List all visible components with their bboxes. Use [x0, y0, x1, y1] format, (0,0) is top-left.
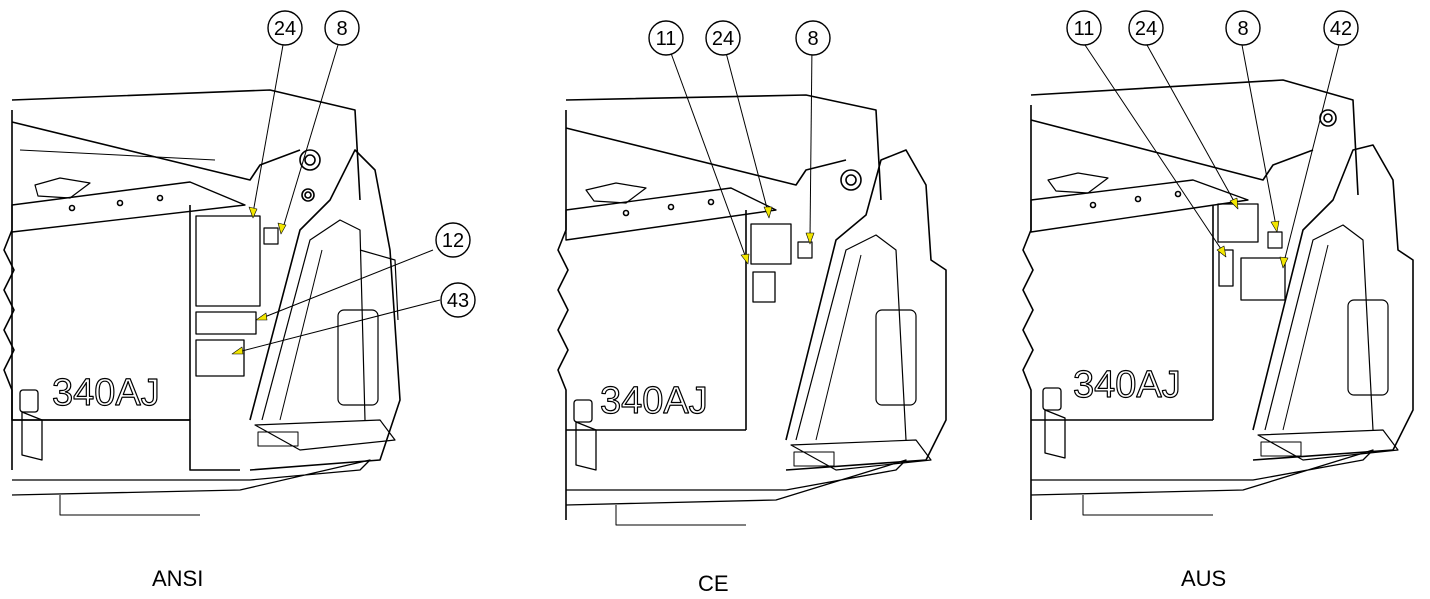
callout-11: 11	[1066, 10, 1102, 46]
svg-text:43: 43	[447, 290, 469, 312]
svg-text:24: 24	[712, 28, 734, 50]
caption-ansi: ANSI	[152, 566, 204, 591]
callout-12: 12	[435, 222, 471, 258]
model-label-ansi: 340AJ	[52, 372, 160, 414]
callout-24: 24	[705, 20, 741, 56]
model-label-aus: 340AJ	[1073, 364, 1181, 406]
diagram-panel-ce: 340AJ 11 24 8 CE	[476, 0, 952, 599]
callout-8: 8	[324, 10, 360, 46]
callout-24: 24	[1128, 10, 1164, 46]
svg-text:24: 24	[1135, 18, 1157, 40]
diagram-panel-aus: 340AJ 11 24 8 42 AUS	[953, 0, 1429, 599]
machine-drawing-ansi: 340AJ 24 8 12 43	[3, 10, 476, 516]
caption-ce: CE	[698, 571, 729, 596]
svg-text:12: 12	[442, 230, 464, 252]
svg-text:42: 42	[1330, 18, 1352, 40]
svg-text:11: 11	[1074, 18, 1095, 40]
model-label-ce: 340AJ	[600, 380, 708, 422]
callout-11: 11	[648, 20, 684, 56]
callout-24: 24	[267, 10, 303, 46]
svg-text:8: 8	[807, 28, 818, 50]
diagram-panel-ansi: 340AJ 24 8 12 43 ANSI	[0, 0, 476, 599]
machine-drawing-aus: 340AJ 11 24 8 42	[1022, 10, 1414, 520]
callout-43: 43	[440, 282, 476, 318]
svg-text:8: 8	[1237, 18, 1248, 40]
machine-drawing-ce: 340AJ 11 24 8	[557, 20, 947, 526]
svg-text:11: 11	[656, 28, 677, 50]
svg-text:8: 8	[336, 18, 347, 40]
caption-aus: AUS	[1181, 566, 1227, 591]
svg-text:24: 24	[274, 18, 296, 40]
callout-8: 8	[1225, 10, 1261, 46]
callout-42: 42	[1323, 10, 1359, 46]
callout-8: 8	[795, 20, 831, 56]
